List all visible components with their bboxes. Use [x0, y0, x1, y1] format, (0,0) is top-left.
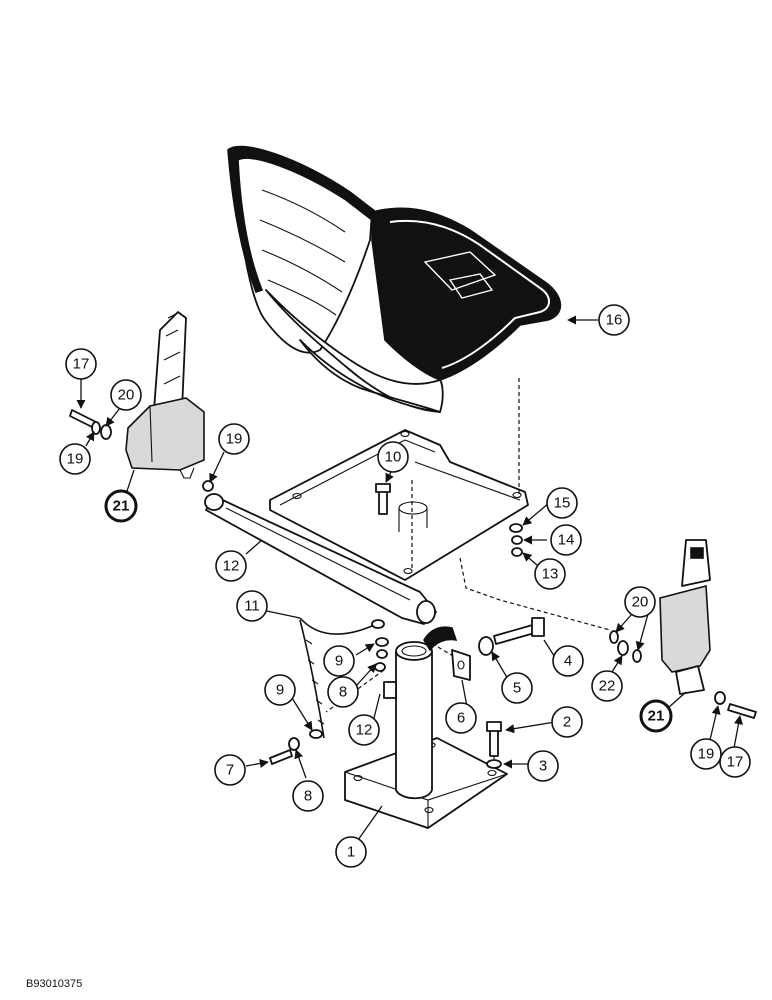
- svg-text:4: 4: [564, 653, 572, 670]
- svg-text:16: 16: [606, 312, 623, 329]
- callout-9-upper: 9: [323, 645, 355, 677]
- svg-text:8: 8: [339, 684, 347, 701]
- svg-text:21: 21: [113, 498, 130, 515]
- svg-text:22: 22: [599, 678, 616, 695]
- callout-21-right: 20: [624, 586, 656, 618]
- svg-text:12: 12: [356, 722, 373, 739]
- callout-7: 7: [214, 754, 246, 786]
- svg-text:20: 20: [118, 387, 135, 404]
- svg-text:7: 7: [226, 762, 234, 779]
- callout-19-left: 17: [65, 348, 97, 380]
- seat-cushion: [227, 145, 562, 413]
- callout-9-lower: 9: [264, 674, 296, 706]
- svg-text:2: 2: [563, 714, 571, 731]
- callout-11: 11: [236, 590, 268, 622]
- callout-10: 10: [377, 441, 409, 473]
- hardware: [269, 483, 545, 769]
- callout-3: 3: [527, 750, 559, 782]
- svg-text:20: 20: [632, 594, 649, 611]
- svg-text:11: 11: [244, 598, 260, 615]
- svg-text:12: 12: [223, 558, 240, 575]
- svg-text:17: 17: [73, 356, 90, 373]
- callout-13: 12: [215, 550, 247, 582]
- svg-text:15: 15: [554, 495, 571, 512]
- callout-8-upper: 8: [327, 676, 359, 708]
- pedestal: [344, 626, 508, 829]
- callout-22-left: 21: [104, 489, 138, 523]
- svg-text:5: 5: [513, 680, 521, 697]
- callout-2: 2: [551, 706, 583, 738]
- right-seat-belt: [609, 539, 757, 719]
- svg-text:19: 19: [67, 451, 84, 468]
- callout-16: 15: [546, 487, 578, 519]
- svg-text:19: 19: [698, 746, 715, 763]
- svg-text:13: 13: [542, 566, 559, 583]
- svg-text:1: 1: [347, 844, 355, 861]
- figure-id-label: B93010375: [26, 978, 83, 990]
- callout-20-left: 19: [59, 443, 91, 475]
- svg-text:8: 8: [304, 788, 312, 805]
- callout-17: 16: [598, 304, 630, 336]
- callout-1: 1: [335, 836, 367, 868]
- mounting-plate: [269, 429, 529, 581]
- callout-14: 13: [534, 558, 566, 590]
- callout-23: 22: [591, 670, 623, 702]
- callout-21-left: 20: [110, 379, 142, 411]
- callout-20-right: 19: [690, 738, 722, 770]
- callout-5: 5: [501, 672, 533, 704]
- callout-22-right: 21: [639, 699, 673, 733]
- svg-text:3: 3: [539, 758, 547, 775]
- svg-text:14: 14: [558, 532, 575, 549]
- callout-15: 14: [550, 524, 582, 556]
- svg-text:17: 17: [727, 754, 744, 771]
- callout-19-right: 17: [719, 746, 751, 778]
- svg-text:19: 19: [226, 431, 243, 448]
- callout-8-lower: 8: [292, 780, 324, 812]
- seat-tube: [204, 493, 437, 625]
- svg-text:10: 10: [385, 449, 402, 466]
- callout-20-center: 19: [218, 423, 250, 455]
- svg-text:9: 9: [335, 653, 343, 670]
- callout-4: 4: [552, 645, 584, 677]
- svg-text:9: 9: [276, 682, 284, 699]
- svg-text:21: 21: [648, 708, 665, 725]
- callout-6: 6: [445, 702, 477, 734]
- callout-leaders: [76, 315, 743, 841]
- left-seat-belt: [69, 311, 214, 492]
- callout-12: 12: [348, 714, 380, 746]
- svg-text:6: 6: [457, 710, 465, 727]
